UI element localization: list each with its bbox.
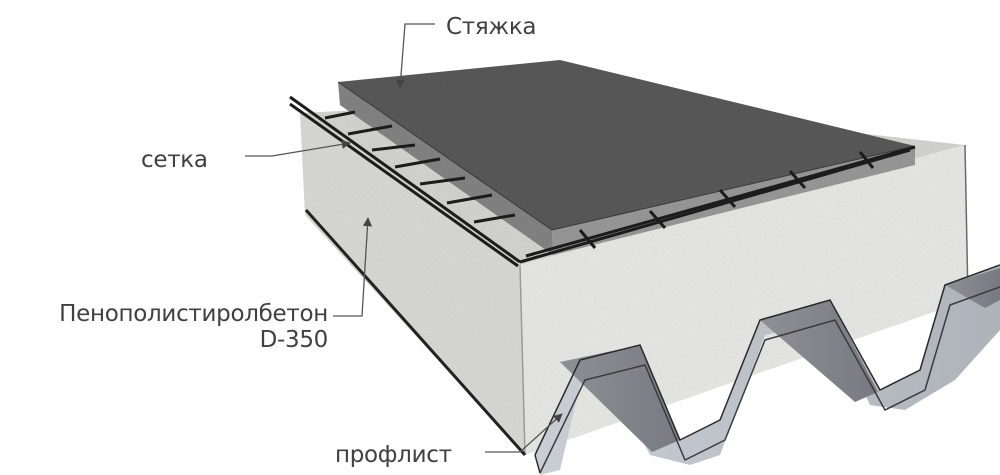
label-mesh: сетка xyxy=(141,147,208,173)
label-screed: Стяжка xyxy=(446,14,537,40)
reinforcement-mesh xyxy=(289,95,916,268)
label-foam-concrete: Пенополистиролбетон D-350 xyxy=(6,301,328,353)
leader-foam xyxy=(333,217,373,317)
profiled-sheet-layer xyxy=(534,264,1000,475)
label-foam-concrete-grade: D-350 xyxy=(259,327,329,353)
leader-lines xyxy=(245,23,563,453)
label-profiled-sheet: профлист xyxy=(335,442,452,468)
leader-profiled-sheet xyxy=(485,413,563,453)
leader-screed xyxy=(396,23,435,89)
label-foam-concrete-name: Пенополистиролбетон xyxy=(59,301,328,327)
leader-mesh xyxy=(245,139,351,157)
